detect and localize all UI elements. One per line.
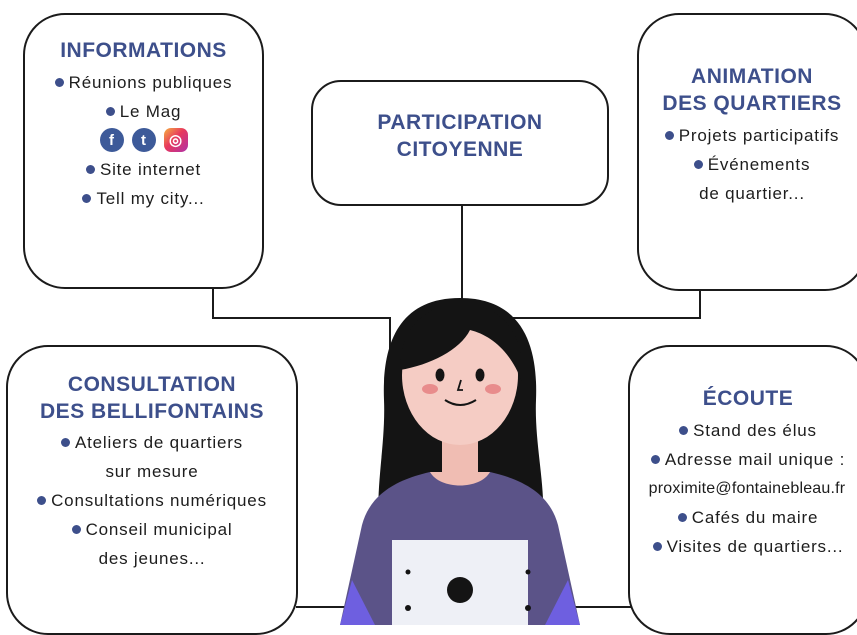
ecoute-box: ÉCOUTE Stand des élus Adresse mail uniqu… [628, 345, 857, 635]
ecoute-item: Cafés du maire [630, 503, 857, 532]
ecoute-item: Visites de quartiers... [630, 532, 857, 561]
center-title-line: PARTICIPATION [377, 111, 543, 134]
center-title-line: CITOYENNE [396, 138, 524, 161]
ecoute-item: Adresse mail unique : [630, 445, 857, 474]
consultation-item: sur mesure [105, 462, 199, 481]
animation-title-line: ANIMATION [691, 65, 813, 88]
social-icons: f t ◎ [25, 128, 262, 152]
animation-item: de quartier... [699, 184, 805, 203]
consultation-item: Consultations numériques [8, 486, 296, 515]
consultation-title-line: DES BELLIFONTAINS [40, 400, 264, 423]
animation-item: Événements [639, 150, 857, 179]
animation-item: Projets participatifs [639, 121, 857, 150]
informations-item: Tell my city... [25, 184, 262, 213]
consultation-des-bellifontains-box: CONSULTATION DES BELLIFONTAINS Ateliers … [6, 345, 298, 635]
consultation-title-line: CONSULTATION [67, 373, 237, 396]
informations-title: INFORMATIONS [60, 39, 227, 62]
informations-item: Le Mag [25, 97, 262, 126]
informations-item: Réunions publiques [25, 68, 262, 97]
woman-with-laptop-illustration [340, 298, 580, 625]
consultation-item: Ateliers de quartiers [8, 428, 296, 457]
animation-des-quartiers-box: ANIMATION DES QUARTIERS Projets particip… [637, 13, 857, 291]
connector-center-animation [461, 200, 701, 319]
consultation-item: des jeunes... [98, 549, 206, 568]
facebook-icon[interactable]: f [99, 128, 124, 152]
instagram-icon[interactable]: ◎ [163, 128, 188, 152]
participation-citoyenne-box: PARTICIPATION CITOYENNE [311, 80, 609, 206]
informations-item: Site internet [25, 155, 262, 184]
twitter-icon[interactable]: t [131, 128, 156, 152]
informations-box: INFORMATIONS Réunions publiques Le Mag f… [23, 13, 264, 289]
ecoute-item: Stand des élus [630, 416, 857, 445]
consultation-item: Conseil municipal [8, 515, 296, 544]
animation-title-line: DES QUARTIERS [662, 92, 842, 115]
ecoute-title: ÉCOUTE [702, 387, 794, 410]
ecoute-email: proximite@fontainebleau.fr [648, 480, 846, 497]
